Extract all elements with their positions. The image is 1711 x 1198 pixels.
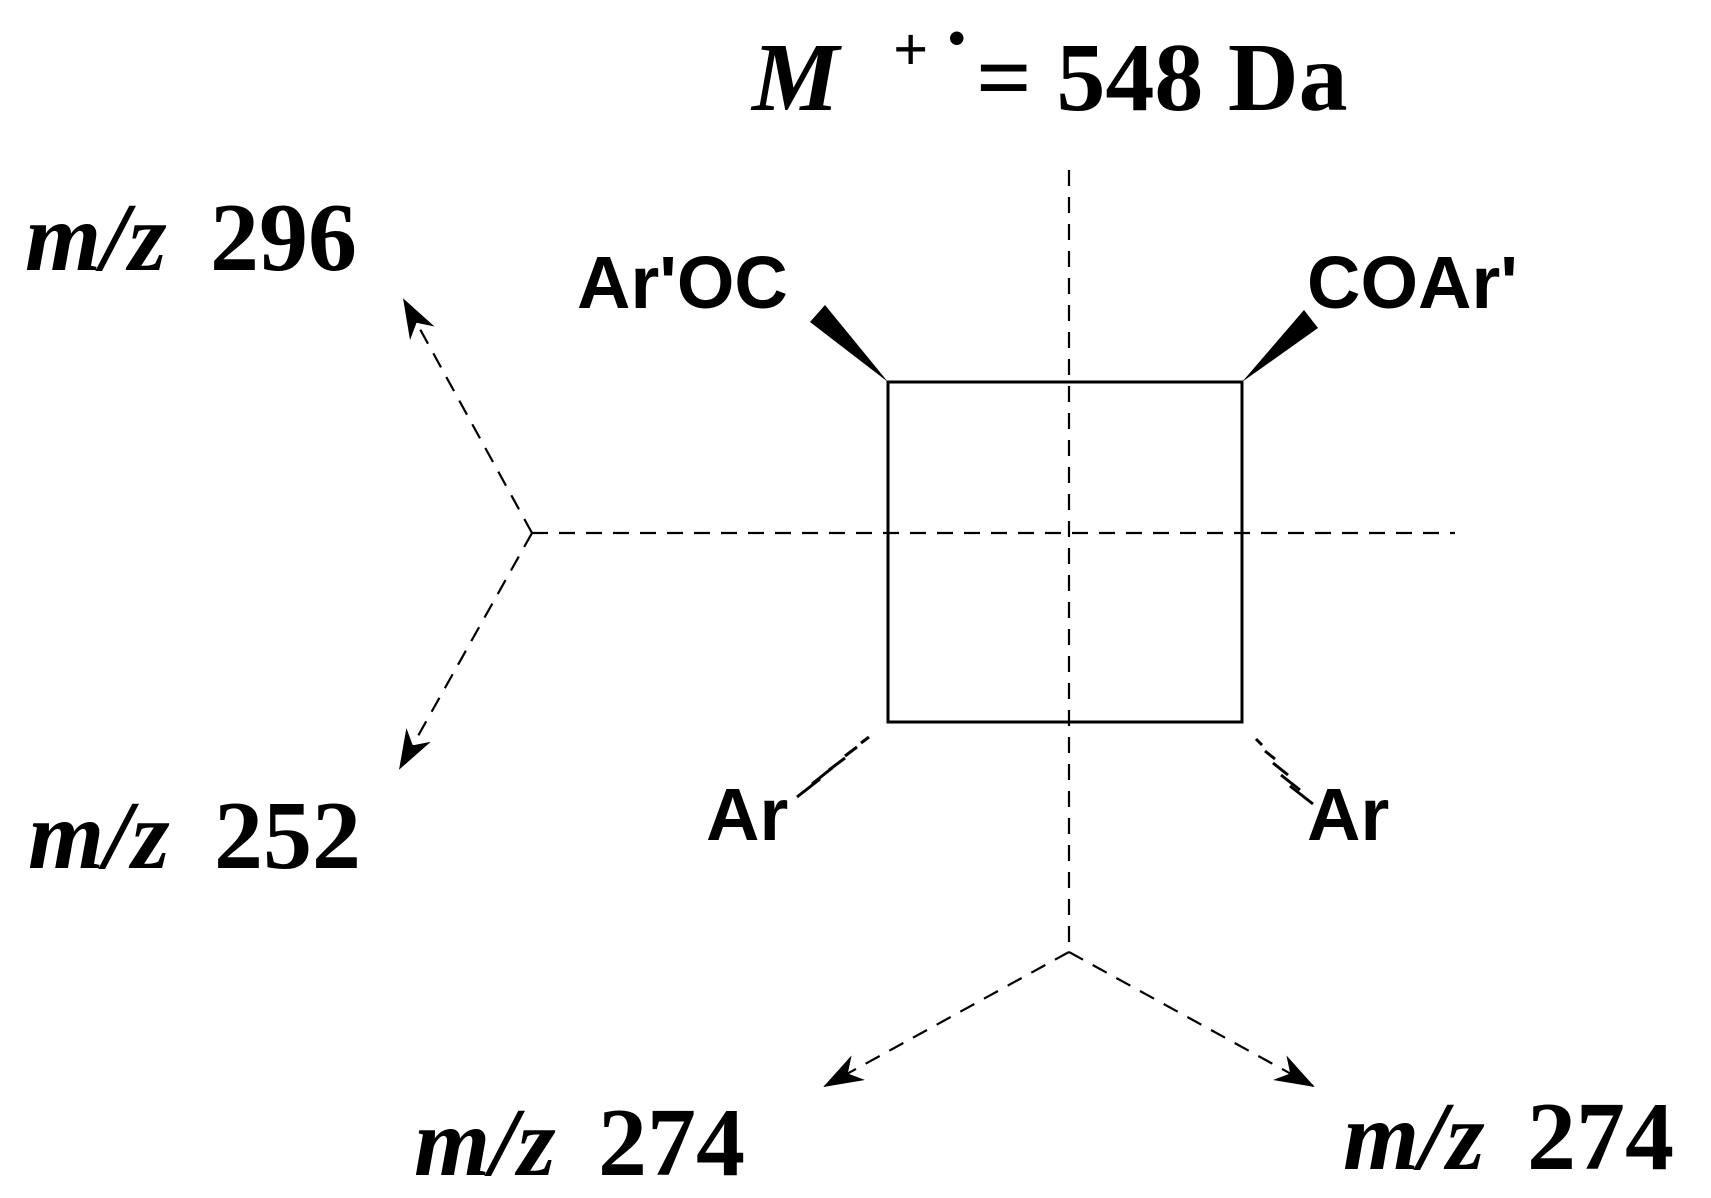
fragment-label-bottom-left: m/z 274 bbox=[414, 1089, 745, 1197]
mz-prefix: m/z bbox=[1343, 1083, 1485, 1191]
wedge-bond-top-left bbox=[810, 305, 888, 382]
mz-value: 296 bbox=[210, 184, 357, 292]
mz-prefix: m/z bbox=[25, 184, 167, 292]
substituent-top-left: Ar'OC bbox=[577, 241, 788, 324]
mz-value: 252 bbox=[214, 782, 361, 890]
arrow-lower-left bbox=[399, 532, 533, 770]
substituent-bottom-right: Ar bbox=[1307, 773, 1389, 856]
fragment-label-upper-left: m/z 296 bbox=[25, 184, 357, 292]
mz-value: 274 bbox=[1527, 1083, 1674, 1191]
arrow-bottom-left bbox=[823, 951, 1070, 1087]
arrow-upper-left bbox=[403, 298, 533, 534]
molecular-ion-mass: = 548 Da bbox=[976, 24, 1348, 132]
hashed-bond-bottom-left bbox=[796, 735, 870, 799]
molecular-ion-charge: + bbox=[893, 16, 928, 84]
molecular-ion-radical: • bbox=[948, 10, 966, 66]
substituent-top-right: COAr' bbox=[1307, 241, 1518, 324]
mz-prefix: m/z bbox=[414, 1089, 556, 1197]
mz-prefix: m/z bbox=[28, 782, 170, 890]
cyclobutane-ring bbox=[886, 380, 1244, 724]
fragment-label-bottom-right: m/z 274 bbox=[1343, 1083, 1674, 1191]
mz-value: 274 bbox=[598, 1089, 745, 1197]
wedge-bond-top-right bbox=[1242, 310, 1318, 382]
arrow-bottom-right bbox=[1068, 951, 1315, 1087]
molecular-ion-title: M + • = 548 Da bbox=[750, 10, 1348, 132]
hashed-bond-bottom-right bbox=[1254, 737, 1314, 806]
substituent-bottom-left: Ar bbox=[706, 773, 788, 856]
fragment-label-lower-left: m/z 252 bbox=[28, 782, 361, 890]
molecular-ion-symbol: M bbox=[750, 24, 842, 132]
